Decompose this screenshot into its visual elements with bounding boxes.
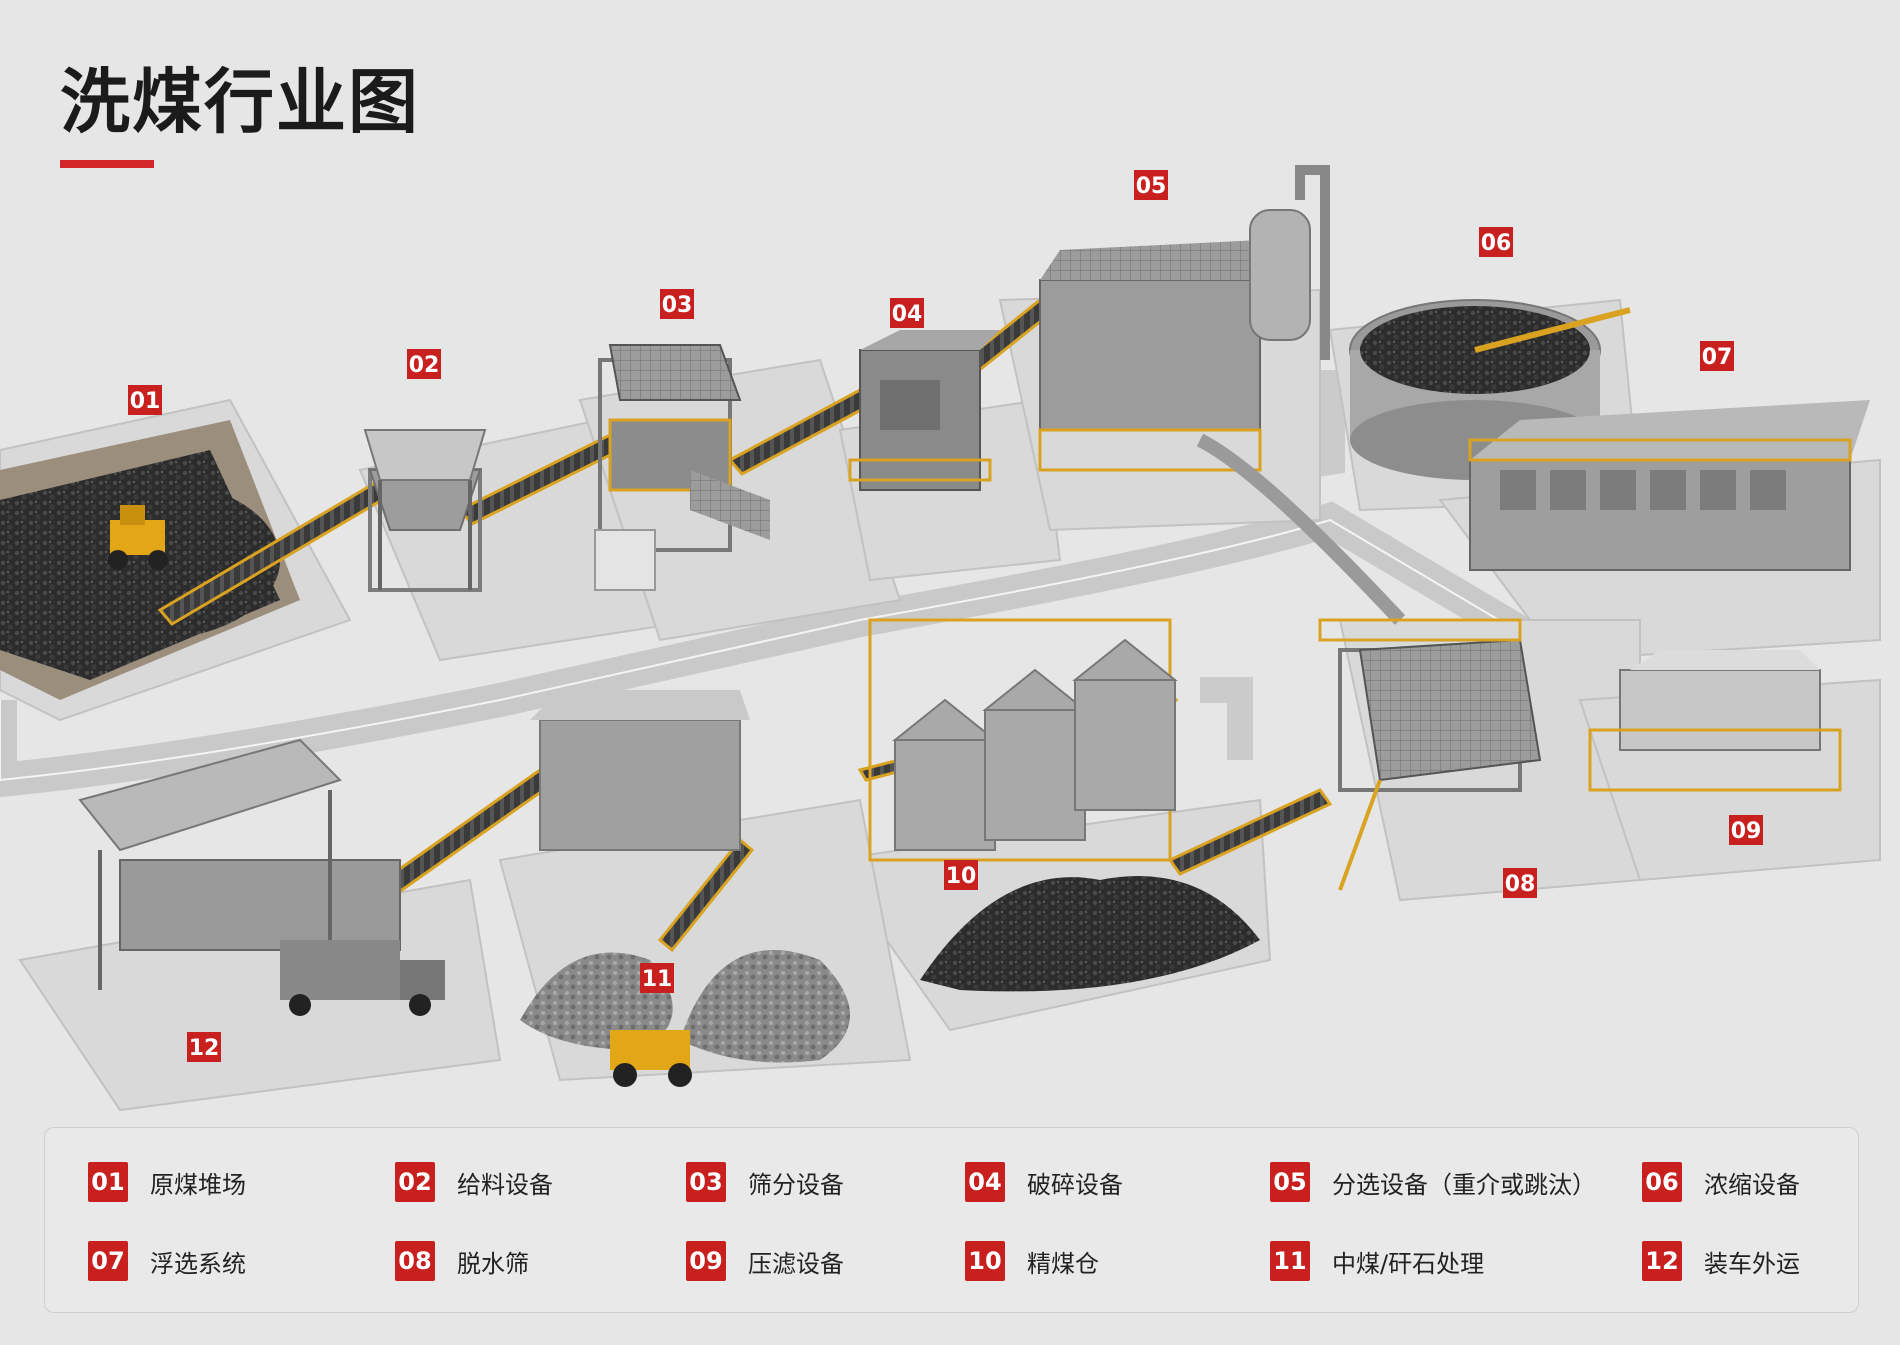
legend-item-10: 10 精煤仓 — [965, 1241, 1099, 1281]
station-labels: 01 02 03 04 05 06 07 08 09 10 11 12 — [128, 170, 1763, 1062]
legend-label: 筛分设备 — [748, 1170, 844, 1199]
svg-text:05: 05 — [1136, 174, 1167, 199]
legend-item-06: 06 浓缩设备 — [1642, 1162, 1800, 1202]
legend-label: 分选设备（重介或跳汰） — [1332, 1170, 1596, 1199]
legend-item-08: 08 脱水筛 — [395, 1241, 529, 1281]
label-08: 08 — [1503, 868, 1537, 898]
crusher — [848, 330, 1000, 491]
legend-label: 中煤/矸石处理 — [1332, 1249, 1485, 1278]
legend-label: 脱水筛 — [457, 1249, 529, 1278]
yellow-loader — [610, 1030, 692, 1087]
legend-num: 10 — [965, 1241, 1005, 1281]
legend-label: 压滤设备 — [748, 1249, 844, 1278]
screening-plant — [594, 344, 770, 591]
svg-text:04: 04 — [892, 302, 923, 327]
svg-text:10: 10 — [946, 864, 977, 889]
svg-text:12: 12 — [189, 1036, 220, 1061]
label-02: 02 — [407, 349, 441, 379]
legend-num: 08 — [395, 1241, 435, 1281]
legend-num: 01 — [88, 1162, 128, 1202]
separation-plant — [1038, 165, 1406, 625]
label-11: 11 — [640, 963, 674, 993]
legend-item-11: 11 中煤/矸石处理 — [1270, 1241, 1484, 1281]
svg-text:09: 09 — [1731, 819, 1762, 844]
legend-item-07: 07 浮选系统 — [88, 1241, 246, 1281]
legend-label: 破碎设备 — [1027, 1170, 1123, 1199]
label-01: 01 — [128, 385, 162, 415]
svg-text:01: 01 — [130, 389, 161, 414]
control-room — [594, 529, 656, 591]
wheel-loader — [108, 505, 168, 570]
legend-item-04: 04 破碎设备 — [965, 1162, 1123, 1202]
svg-text:11: 11 — [642, 967, 673, 992]
dewatering-screen — [1318, 618, 1542, 891]
slurry-pipe — [1196, 433, 1406, 625]
label-05: 05 — [1134, 170, 1168, 200]
legend-label: 装车外运 — [1704, 1249, 1800, 1278]
legend-num: 11 — [1270, 1241, 1310, 1281]
svg-text:06: 06 — [1481, 231, 1512, 256]
label-03: 03 — [660, 289, 694, 319]
legend-label: 给料设备 — [457, 1170, 553, 1199]
loading-station — [78, 738, 445, 1016]
cyclone-tower — [1249, 209, 1311, 341]
legend-label: 精煤仓 — [1027, 1249, 1099, 1278]
legend-num: 04 — [965, 1162, 1005, 1202]
dump-truck — [280, 940, 445, 1016]
label-04: 04 — [890, 298, 924, 328]
label-10: 10 — [944, 860, 978, 890]
legend-item-05: 05 分选设备（重介或跳汰） — [1270, 1162, 1596, 1202]
legend-num: 03 — [686, 1162, 726, 1202]
legend-item-02: 02 给料设备 — [395, 1162, 553, 1202]
svg-text:07: 07 — [1702, 345, 1733, 370]
legend-num: 09 — [686, 1241, 726, 1281]
legend-label: 浮选系统 — [150, 1249, 246, 1278]
filter-press — [1588, 650, 1842, 792]
page-title: 洗煤行业图 — [60, 61, 420, 143]
legend-num: 07 — [88, 1241, 128, 1281]
label-12: 12 — [187, 1032, 221, 1062]
legend-item-09: 09 压滤设备 — [686, 1241, 844, 1281]
legend-label: 浓缩设备 — [1704, 1170, 1800, 1199]
plant-scene: 01 02 03 04 05 06 07 08 09 10 11 12 — [0, 165, 1881, 1112]
raw-coal-yard — [0, 420, 300, 700]
title-underline — [60, 160, 154, 168]
svg-text:03: 03 — [662, 293, 693, 318]
flotation-system — [1468, 400, 1870, 571]
legend-item-01: 01 原煤堆场 — [88, 1162, 246, 1202]
legend-label: 原煤堆场 — [150, 1170, 246, 1199]
middlings-gangue-area — [520, 690, 850, 1087]
legend-item-12: 12 装车外运 — [1642, 1241, 1800, 1281]
label-06: 06 — [1479, 227, 1513, 257]
legend-num: 02 — [395, 1162, 435, 1202]
label-07: 07 — [1700, 341, 1734, 371]
label-09: 09 — [1729, 815, 1763, 845]
thickener — [1349, 299, 1631, 480]
clean-coal-silos — [868, 618, 1260, 992]
legend-num: 05 — [1270, 1162, 1310, 1202]
legend-num: 06 — [1642, 1162, 1682, 1202]
svg-text:02: 02 — [409, 353, 440, 378]
svg-text:08: 08 — [1505, 872, 1536, 897]
legend-item-03: 03 筛分设备 — [686, 1162, 844, 1202]
legend-num: 12 — [1642, 1241, 1682, 1281]
legend-panel: 01 原煤堆场 02 给料设备 03 筛分设备 04 破碎设备 05 分选设备（重介或跳汰… — [44, 1127, 1859, 1313]
feeder-hopper — [363, 429, 487, 592]
